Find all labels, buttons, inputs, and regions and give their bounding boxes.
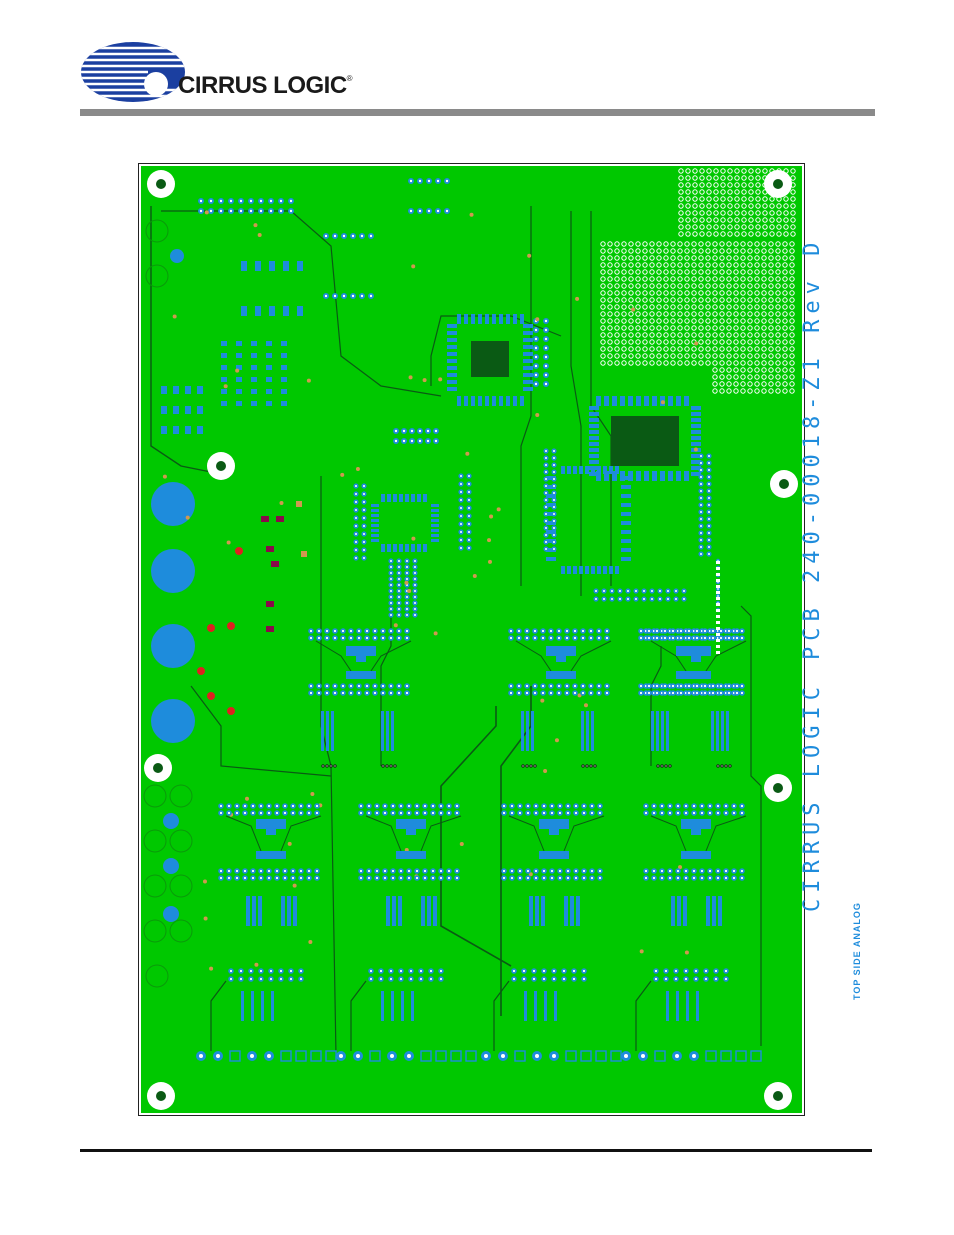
footer-rule — [80, 1149, 872, 1152]
mounting-holes — [144, 170, 798, 1110]
board-brand-label: CIRRUS LOGIC — [800, 681, 825, 912]
brand-wordmark: CIRRUS LOGIC® — [178, 72, 353, 100]
header-rule — [80, 109, 875, 116]
cirrus-logic-logo — [78, 38, 368, 106]
pcb-revision-label: PCB 240-00018-Z1 Rev D — [800, 236, 825, 660]
pcb-board-image — [141, 166, 802, 1113]
cirrus-logo-icon — [81, 42, 185, 102]
brand-name: CIRRUS LOGIC — [178, 72, 347, 99]
board-side-label: TOP SIDE ANALOG — [852, 902, 862, 1000]
trademark: ® — [346, 74, 353, 83]
pcb-layout-drawing — [141, 166, 802, 1113]
pads — [143, 168, 796, 1062]
